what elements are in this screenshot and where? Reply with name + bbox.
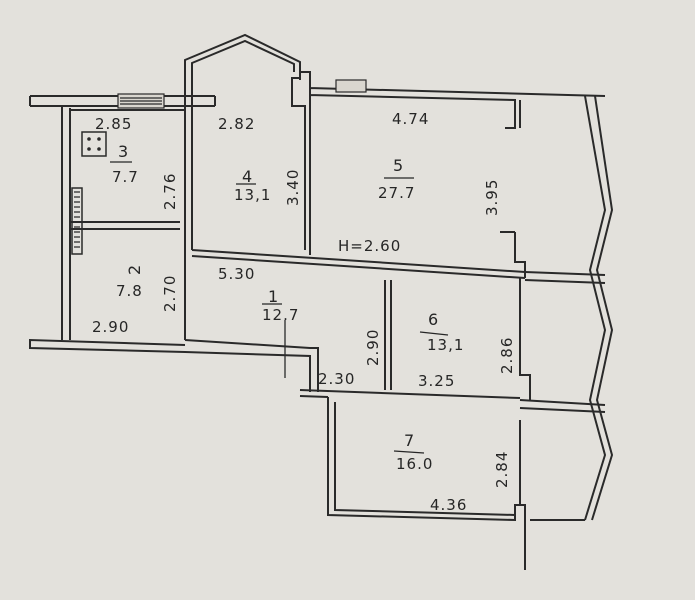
room-3-area: 7.7 xyxy=(112,168,139,186)
room-5-number: 5 xyxy=(393,156,404,175)
room-5-length: 3.95 xyxy=(483,179,501,216)
room-4-number: 4 xyxy=(242,167,253,186)
room-3-length: 2.76 xyxy=(161,173,179,210)
room-3-width: 2.85 xyxy=(95,115,132,133)
room-3: 2.85 3 7.7 2.76 xyxy=(95,115,179,210)
room-4-area: 13,1 xyxy=(234,186,271,204)
room-5-area: 27.7 xyxy=(378,184,415,202)
walls xyxy=(29,33,614,570)
room-6-width: 3.25 xyxy=(418,372,455,390)
room-6: 6 13,1 2.86 3.25 xyxy=(418,310,516,390)
room-7-number: 7 xyxy=(404,431,415,450)
room-4-width: 2.82 xyxy=(218,115,255,133)
room-7-area: 16.0 xyxy=(396,455,433,473)
room-6-area: 13,1 xyxy=(427,336,464,354)
room-5: 4.74 5 27.7 3.95 H=2.60 xyxy=(338,110,501,255)
room-7-length: 2.84 xyxy=(493,451,511,488)
room-2: 2 7.8 2.70 2.90 xyxy=(92,264,179,336)
room-1-area: 12.7 xyxy=(262,306,299,324)
room-6-number: 6 xyxy=(428,310,439,329)
room-7: 7 16.0 2.84 4.36 xyxy=(393,431,511,514)
room-1-length: 2.90 xyxy=(364,329,382,366)
room-4-length: 3.40 xyxy=(284,169,302,206)
room-1: 5.30 1 12.7 2.90 2.30 xyxy=(218,265,382,388)
ceiling-height: H=2.60 xyxy=(338,237,401,255)
room-2-length: 2.70 xyxy=(161,275,179,312)
room-5-width: 4.74 xyxy=(392,110,429,128)
room-1-number: 1 xyxy=(268,287,279,306)
stove-icon xyxy=(81,131,107,157)
room-1-door-width: 2.30 xyxy=(318,370,355,388)
room-1-width: 5.30 xyxy=(218,265,255,283)
room-4: 2.82 4 13,1 3.40 xyxy=(218,115,302,206)
room-7-width: 4.36 xyxy=(430,496,467,514)
room-2-area: 7.8 xyxy=(116,282,143,300)
room-2-width: 2.90 xyxy=(92,318,129,336)
room-2-number: 2 xyxy=(125,264,144,275)
room-6-length: 2.86 xyxy=(498,337,516,374)
room-3-number: 3 xyxy=(118,142,129,161)
